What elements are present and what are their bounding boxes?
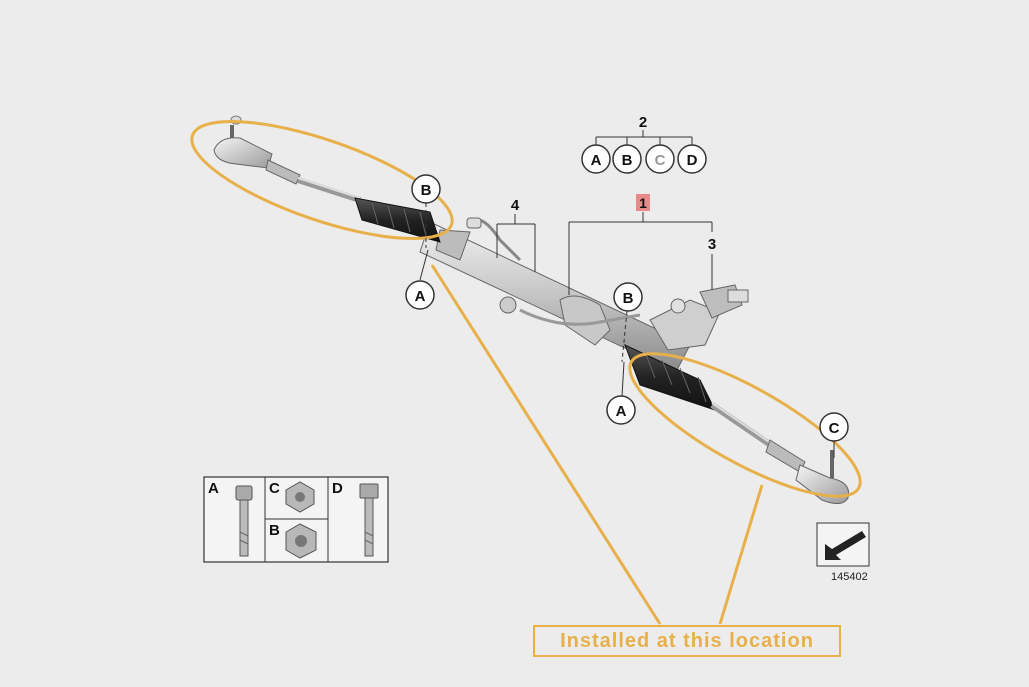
variant-group: 2 A B C D [581, 114, 707, 174]
svg-text:A: A [415, 288, 426, 305]
svg-text:B: B [623, 290, 634, 307]
part-1-label: 1 [639, 195, 647, 211]
fastener-legend: A C B D [203, 476, 389, 563]
right-marker-c: C [819, 412, 849, 458]
arrow-icon [825, 531, 866, 560]
right-marker-a: A [606, 361, 636, 425]
part-3-label: 3 [708, 236, 716, 253]
part-4-bracket: 4 [496, 197, 536, 272]
svg-text:B: B [421, 182, 432, 199]
part-number-badge [636, 194, 650, 211]
right-highlight-ellipse [628, 352, 862, 498]
reference-number: 145402 [831, 571, 868, 583]
variant-b-label: B [622, 152, 633, 169]
callout-leader-right [718, 484, 764, 625]
left-marker-a: A [405, 249, 435, 310]
right-bellows-boot [624, 344, 716, 411]
legend-a-label: A [208, 480, 219, 497]
left-tie-rod-end [213, 115, 361, 203]
left-bellows-boot [354, 197, 441, 243]
right-tie-rod-end [710, 402, 850, 504]
variant-c-label: C [655, 152, 666, 169]
nut-c-icon [285, 481, 315, 513]
direction-arrow-box [816, 522, 870, 567]
group-number-label: 2 [639, 114, 647, 131]
callout-leader-left [430, 264, 662, 625]
svg-text:A: A [616, 403, 627, 420]
part-4-label: 4 [511, 197, 520, 214]
bolt-a-icon [235, 485, 253, 557]
bolt-d-icon [359, 483, 379, 557]
part-1-bracket: 1 3 [568, 194, 716, 295]
variant-d-label: D [687, 152, 698, 169]
left-highlight-ellipse [190, 120, 454, 240]
variant-a-label: A [591, 152, 602, 169]
pinion-valve [649, 284, 749, 351]
legend-b-label: B [269, 522, 280, 539]
rack-housing [419, 217, 691, 373]
right-marker-b: B [613, 282, 643, 363]
nut-b-icon [285, 523, 317, 559]
legend-c-label: C [269, 480, 280, 497]
left-marker-b: B [411, 174, 441, 248]
callout-label: Installed at this location [533, 625, 841, 657]
svg-text:C: C [829, 420, 840, 437]
legend-d-label: D [332, 480, 343, 497]
